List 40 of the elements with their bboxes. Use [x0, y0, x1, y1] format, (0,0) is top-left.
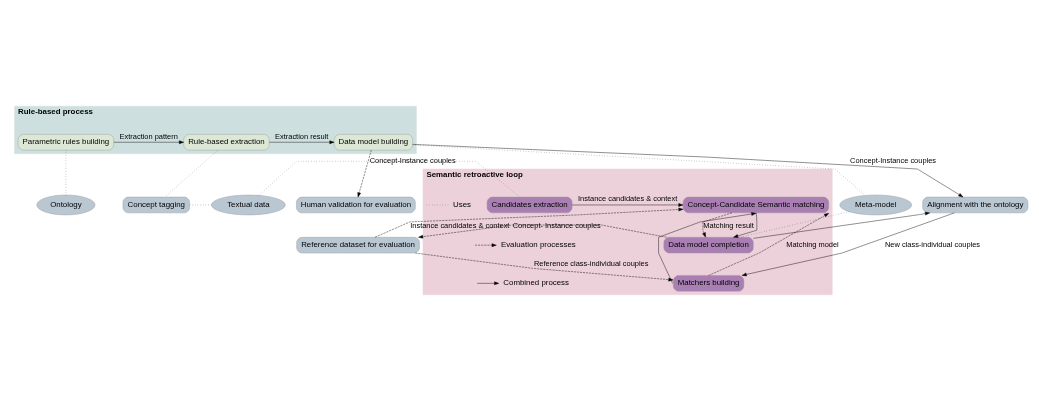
arrow — [374, 207, 684, 238]
legend-label: Evaluation processes — [500, 240, 576, 250]
node-box: Data model completion — [663, 237, 754, 254]
edge-label: New class-individual couples — [884, 239, 981, 249]
node-box: Human validation for evaluation — [296, 196, 416, 214]
arrow — [741, 212, 955, 277]
arrow — [357, 149, 372, 198]
node-box: Candidates extraction — [486, 196, 573, 214]
edge-label: Extraction result — [275, 131, 329, 141]
node-box: Matchers building — [673, 275, 745, 292]
arrow — [571, 203, 684, 207]
arrow — [708, 213, 829, 276]
arrow — [753, 211, 930, 239]
node-box: Data model building — [333, 134, 413, 151]
node-box: Concept tagging — [122, 196, 190, 214]
arrow — [418, 224, 667, 239]
edge-label: Instance candidates & context — [578, 194, 678, 204]
arrow — [415, 252, 674, 282]
edge-label: Concept-Instance couples — [369, 156, 456, 166]
edge-label: Concept-Instance couples — [850, 156, 937, 166]
edge-label: Matching model — [786, 239, 839, 249]
arrow — [702, 212, 733, 238]
connector — [740, 211, 850, 238]
node-ellipse: Textual data — [211, 194, 286, 216]
edge-label: Matching result — [703, 220, 754, 230]
arrow — [412, 144, 964, 198]
edge-label: Extraction pattern — [119, 131, 178, 141]
node-box: Reference dataset for evaluation — [296, 237, 420, 254]
node-ellipse: Meta-model — [839, 194, 912, 216]
legend-label: Uses — [453, 199, 472, 209]
edge-label: Reference class-individual couples — [533, 259, 649, 269]
edge-label: Concept- Instance couples — [512, 220, 601, 230]
node-box: Rule-based extraction — [183, 134, 270, 151]
arrow — [113, 140, 184, 144]
node-ellipse: Ontology — [36, 194, 96, 216]
node-box: Parametric rules building — [17, 134, 114, 151]
arrow — [733, 212, 758, 238]
arrow — [269, 140, 335, 144]
legend-label: Combined process — [503, 278, 570, 288]
edge-label: Instance candidates & context — [410, 220, 510, 230]
